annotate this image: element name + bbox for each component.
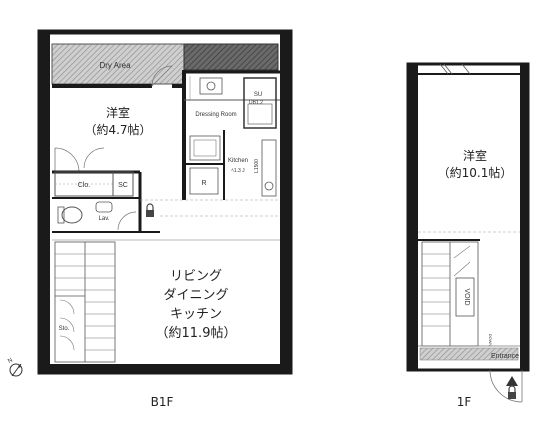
entrance-floor <box>419 347 519 361</box>
compass-north-label: N <box>7 357 14 364</box>
kitchen-length-label: L1500 <box>254 159 260 173</box>
ldk-line-2: ダイニング <box>163 288 228 303</box>
kitchen-label: Kitchen <box>228 158 248 164</box>
ldk-line-3: キッチン <box>170 307 222 322</box>
shoe-closet-label: SC <box>118 182 128 189</box>
void-label: VOID <box>463 288 470 305</box>
storage-label: Sto. <box>59 326 70 332</box>
unit-bath <box>243 77 277 129</box>
laundry-label: Lav. <box>99 216 110 222</box>
f1-left-wall <box>408 64 418 370</box>
b1f-plan: Dry Area 洋室 （約4.7帖） Clo. SC <box>37 29 293 409</box>
shoe-closet <box>112 171 134 197</box>
fridge <box>189 167 219 195</box>
f1-right-wall <box>520 64 528 370</box>
b1f-right-wall <box>280 32 290 372</box>
bedroom-size: （約4.7帖） <box>84 122 151 137</box>
fridge-label: R <box>201 180 206 187</box>
entrance-arrow-icon <box>506 376 518 386</box>
bedroom-name: 洋室 <box>106 105 130 120</box>
f1-plan: 洋室 （約10.1帖） VOID DOWN Entrance <box>406 62 530 409</box>
b1f-left-wall <box>40 32 50 372</box>
dressing-room-label: Dressing Room <box>195 112 236 118</box>
washbasin-counter <box>199 77 223 95</box>
b1f-floor-label: B1F <box>151 395 174 409</box>
closet-label: Clo. <box>78 182 91 189</box>
lock-icon <box>146 203 154 217</box>
entrance-door <box>489 369 523 403</box>
su-sub-label: UB1.2 <box>249 100 263 106</box>
dry-area-door <box>151 65 173 87</box>
f1-floor-label: 1F <box>457 395 472 409</box>
dry-area-label: Dry Area <box>99 61 131 70</box>
kitchen-counter <box>261 139 277 197</box>
compass-icon: N <box>7 357 23 377</box>
dry-area-dark <box>183 43 279 71</box>
f1-room-size: （約10.1帖） <box>438 165 513 180</box>
b1f-bottom-wall <box>40 364 290 372</box>
kitchen-sub-label: ﾍ1.3 J <box>231 168 245 174</box>
down-label: DOWN <box>488 334 493 347</box>
f1-room-name: 洋室 <box>463 148 487 163</box>
f1-lock-icon <box>508 385 516 399</box>
bedroom-door <box>54 147 80 173</box>
wash-basin <box>95 201 113 213</box>
b1f-stairs <box>54 241 116 363</box>
entrance-label: Entrance <box>491 353 519 360</box>
ldk-line-1: リビング <box>170 269 222 284</box>
toilet <box>61 206 83 224</box>
washing-machine <box>189 135 221 161</box>
su-label: SU <box>254 92 262 98</box>
ldk-size: （約11.9帖） <box>156 326 237 341</box>
